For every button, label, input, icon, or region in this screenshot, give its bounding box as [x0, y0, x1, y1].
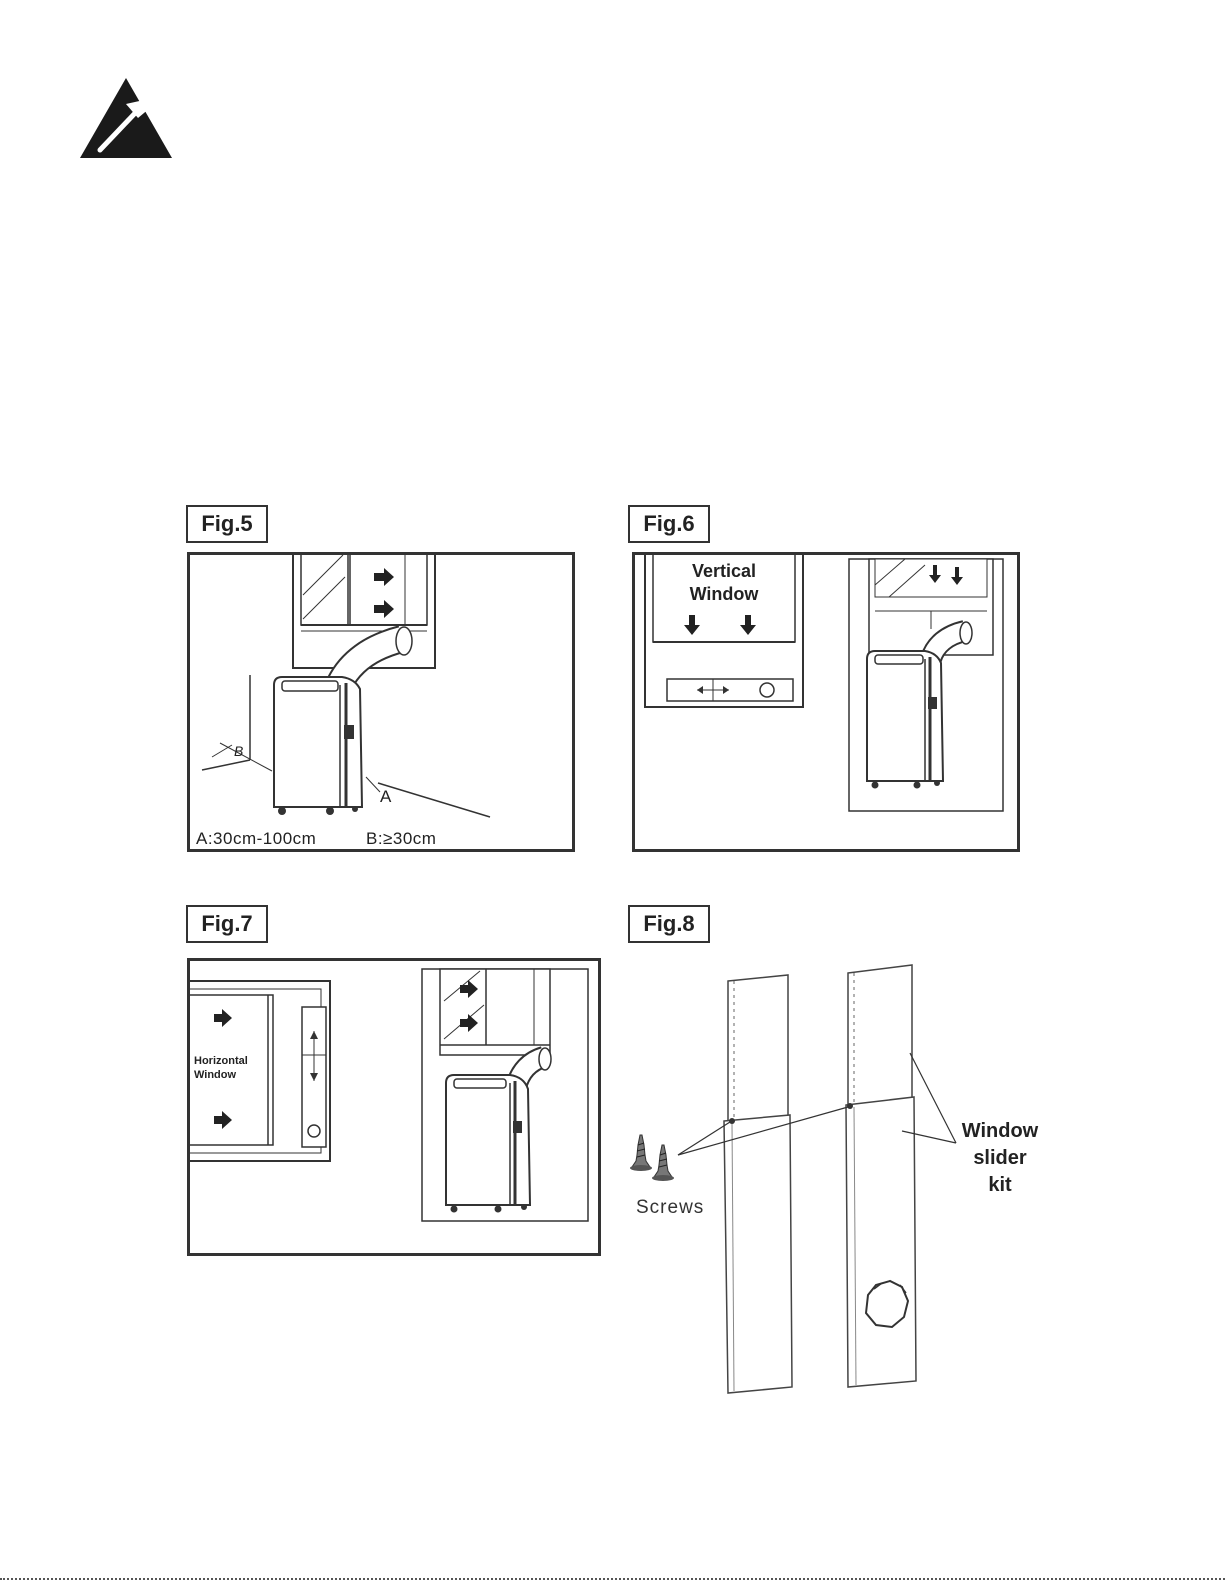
- fig7-window-label-line2: Window: [194, 1069, 236, 1081]
- fig7-window-label-line1: Horizontal: [194, 1055, 248, 1067]
- fig7-illustration: [190, 961, 598, 1253]
- fig5-label: Fig.5: [186, 505, 268, 543]
- fig6-panel: Vertical Window: [632, 552, 1020, 852]
- fig5-caption-b: B:≥30cm: [366, 829, 436, 849]
- fig6-label: Fig.6: [628, 505, 710, 543]
- fig6-window-label-line1: Vertical: [653, 561, 795, 582]
- fig5-air-conditioner-unit: [274, 677, 362, 815]
- fig7-panel: Horizontal Window: [187, 958, 601, 1256]
- fig5-panel: B A A:30cm-100cm B:≥30cm: [187, 552, 575, 852]
- fig5-caption-a: A:30cm-100cm: [196, 829, 316, 849]
- fig5-dim-a-letter: A: [380, 787, 391, 807]
- fig7-air-conditioner-unit: [446, 1075, 530, 1213]
- fig8-kit-label-line1: Window: [950, 1120, 1050, 1143]
- fig6-air-conditioner-unit: [867, 651, 943, 789]
- fig8-kit-label-line2: slider: [950, 1147, 1050, 1170]
- fig8-screw-2: [652, 1145, 674, 1181]
- fig7-label: Fig.7: [186, 905, 268, 943]
- fig8-label: Fig.8: [628, 905, 710, 943]
- page-bottom-rule: [0, 1578, 1225, 1580]
- fig8-kit-label-line3: kit: [950, 1174, 1050, 1197]
- fig6-window-label-line2: Window: [653, 584, 795, 605]
- fig5-dim-b-letter: B: [234, 743, 243, 759]
- fig8-screw-1: [630, 1135, 652, 1171]
- fig8-screws-label: Screws: [636, 1197, 704, 1219]
- installation-warning-icon: [78, 76, 174, 160]
